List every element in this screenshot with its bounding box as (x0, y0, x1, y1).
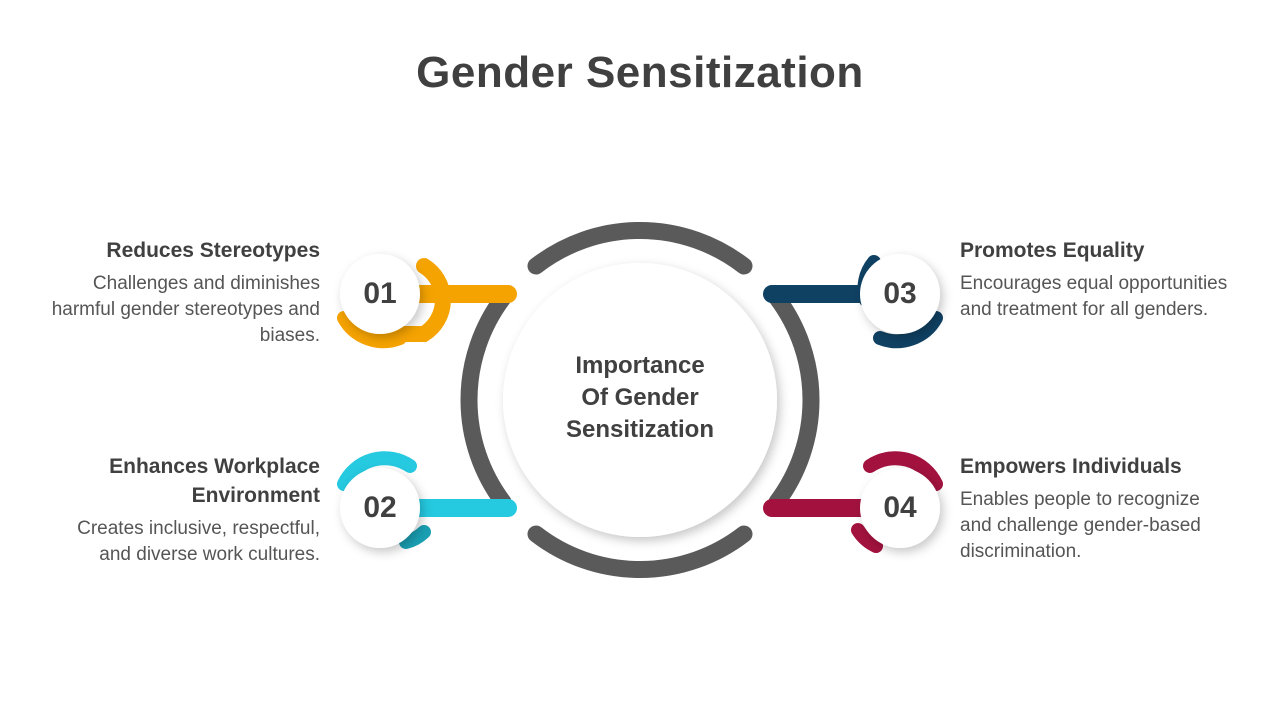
number-circle-01 (340, 254, 420, 334)
ring-right-arc (768, 289, 820, 511)
ring-bottom-arc (527, 525, 753, 578)
step-item-04: Empowers Individuals Enables people to r… (960, 452, 1235, 565)
step-body-01: Challenges and diminishes harmful gender… (51, 273, 320, 346)
step-heading-01: Reduces Stereotypes (106, 239, 320, 262)
number-circle-04 (860, 468, 940, 548)
step-heading-04: Empowers Individuals (960, 455, 1182, 478)
step-number-03: 03 (883, 277, 917, 310)
center-label-line-3: Sensitization (565, 416, 715, 443)
center-label: Importance Of Gender Sensitization (540, 350, 740, 446)
step-body-04: Enables people to recognize and challeng… (960, 489, 1201, 562)
center-label-line-1: Importance (575, 352, 705, 379)
step-item-01: Reduces Stereotypes Challenges and dimin… (45, 236, 320, 349)
step-heading-02: Enhances Workplace Environment (109, 455, 320, 507)
step-number-04: 04 (883, 491, 917, 524)
step-number-01: 01 (363, 277, 397, 310)
center-circle (503, 263, 777, 537)
step-item-03: Promotes Equality Encourages equal oppor… (960, 236, 1235, 323)
step-body-02: Creates inclusive, respectful, and diver… (77, 518, 320, 565)
ring-left-arc (460, 289, 512, 511)
number-circle-02 (340, 468, 420, 548)
outer-ring (460, 222, 820, 578)
number-circle-03 (860, 254, 940, 334)
page-title: Gender Sensitization (416, 48, 864, 97)
ring-top-arc (527, 222, 753, 275)
step-heading-03: Promotes Equality (960, 239, 1145, 262)
step-item-02: Enhances Workplace Environment Creates i… (45, 452, 320, 568)
center-label-line-2: Of Gender (581, 384, 699, 411)
step-body-03: Encourages equal opportunities and treat… (960, 273, 1228, 320)
step-number-02: 02 (363, 491, 397, 524)
